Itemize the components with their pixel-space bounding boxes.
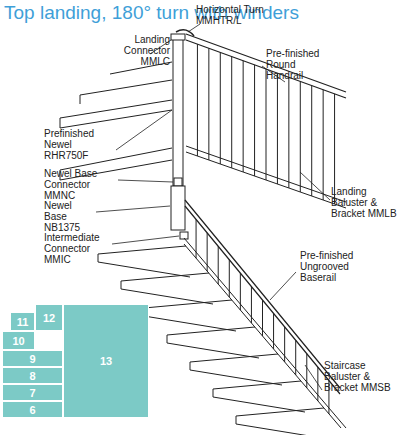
plan-step: 11	[10, 312, 35, 331]
stroke	[121, 273, 209, 281]
stroke	[190, 370, 282, 385]
stroke	[197, 44, 198, 156]
part-label: Newel Base Connector MMNC	[44, 168, 116, 201]
stroke	[190, 354, 278, 362]
stroke	[262, 300, 263, 336]
stroke	[220, 52, 221, 164]
stroke	[254, 65, 255, 176]
part-label: Landing Connector MMLC	[108, 34, 170, 67]
part-label: Staircase Baluster & Bracket MMSB	[324, 360, 396, 393]
stroke	[277, 73, 278, 184]
stroke	[144, 316, 236, 331]
part-label: Horizontal Turn MMHTR/L	[196, 4, 274, 26]
part-label: Pre-finished Ungrooved Baserail	[300, 250, 374, 283]
stroke	[311, 86, 312, 196]
part-label: Prefinished Newel RHR750F	[44, 128, 114, 161]
stroke	[306, 354, 307, 388]
stroke	[208, 48, 209, 160]
step-number: 8	[29, 370, 35, 382]
stroke	[190, 362, 191, 370]
landing-connector	[171, 34, 185, 40]
plan-step: 12	[35, 304, 63, 331]
part-label: Newel Base NB1375	[44, 200, 94, 233]
plan-step: 7	[2, 384, 63, 401]
newel-base-connector	[174, 178, 182, 186]
stroke	[207, 233, 208, 271]
stroke	[213, 381, 301, 389]
newel-post	[173, 38, 183, 186]
step-number: 11	[17, 316, 29, 328]
step-number: 9	[29, 353, 35, 365]
plan-step: 10	[2, 331, 35, 350]
newel-base	[171, 186, 185, 230]
stroke	[213, 389, 214, 397]
stroke	[121, 289, 213, 304]
stair-handrail	[185, 200, 340, 394]
step-number: 6	[29, 404, 35, 416]
stroke	[236, 416, 237, 424]
stroke	[196, 219, 197, 258]
intermediate-connector	[180, 232, 188, 239]
stroke	[236, 408, 324, 416]
upper-treads	[60, 62, 172, 128]
step-number: 7	[29, 387, 35, 399]
stroke	[273, 313, 274, 349]
stroke	[295, 340, 296, 375]
stroke	[144, 300, 232, 308]
stroke	[98, 262, 190, 277]
stroke	[243, 61, 244, 172]
stroke	[167, 335, 168, 343]
plan-step: 8	[2, 367, 63, 384]
stroke	[288, 77, 289, 188]
plan-step: 9	[2, 350, 63, 367]
stroke	[213, 397, 305, 412]
stroke	[323, 90, 324, 200]
step-number: 10	[12, 335, 24, 347]
plan-step: 6	[2, 401, 63, 418]
stroke	[266, 69, 267, 180]
stroke	[98, 254, 99, 262]
stroke	[231, 57, 232, 168]
stroke	[218, 246, 219, 284]
landing-balusters	[197, 44, 334, 204]
stroke	[167, 327, 255, 335]
stair-balusters	[196, 219, 329, 414]
part-label: Pre-finished Round Handrail	[266, 48, 326, 81]
stroke	[98, 246, 186, 254]
stroke	[229, 260, 230, 297]
stroke	[236, 424, 328, 435]
stroke	[284, 327, 285, 362]
part-label: Intermediate Connector MMIC	[44, 232, 110, 265]
stroke	[121, 281, 122, 289]
stroke	[251, 287, 252, 324]
plan-step: 13	[63, 304, 149, 418]
step-number: 12	[43, 312, 55, 324]
step-number: 13	[100, 355, 112, 367]
stroke	[300, 81, 301, 192]
part-label: Landing Baluster & Bracket MMLB	[331, 186, 397, 219]
stroke	[240, 273, 241, 310]
stroke	[167, 343, 259, 358]
